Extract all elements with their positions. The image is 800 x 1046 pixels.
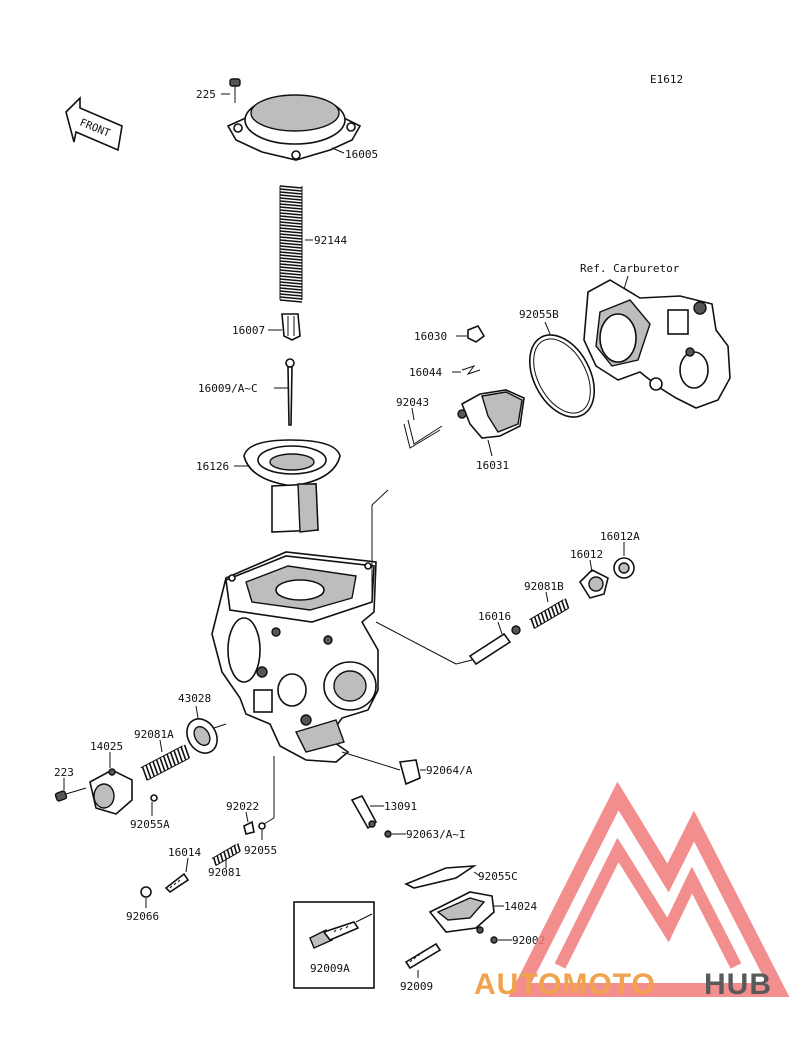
- spring-92144-icon: [279, 185, 303, 303]
- label-92055b: 92055B: [519, 308, 559, 321]
- watermark-text-right: HUB: [704, 968, 772, 1001]
- o-ring-92055b-icon: [528, 334, 596, 418]
- spring-92081a-icon: [140, 744, 191, 781]
- label-16126: 16126: [196, 460, 229, 473]
- float-16031: [457, 389, 525, 439]
- label-16012: 16012: [570, 548, 603, 561]
- label-43028: 43028: [178, 692, 211, 705]
- watermark-logo: [508, 781, 790, 997]
- front-arrow: FRONT: [65, 96, 123, 152]
- label-92022: 92022: [226, 800, 259, 813]
- label-92043: 92043: [396, 396, 429, 409]
- o-ring-92055a-icon: [150, 794, 158, 802]
- inset-box-92009a: [293, 901, 375, 989]
- top-cover-16005: [226, 94, 362, 161]
- ref-carburetor-label: Ref. Carburetor: [580, 262, 680, 275]
- screw-13091-icon: [350, 794, 378, 830]
- label-14025: 14025: [90, 740, 123, 753]
- cover-14025: [89, 768, 133, 815]
- screw-223-icon: [54, 787, 87, 802]
- label-92009: 92009: [400, 980, 433, 993]
- label-92066: 92066: [126, 910, 159, 923]
- cap-16012a-icon: [613, 557, 635, 579]
- o-ring-92055-icon: [258, 822, 266, 830]
- ref-carburetor-body: [583, 279, 731, 409]
- label-92064: 92064/A: [426, 764, 473, 777]
- diagram-code: E1612: [650, 73, 683, 86]
- label-16044: 16044: [409, 366, 442, 379]
- label-92009a: 92009A: [310, 962, 350, 975]
- label-13091: 13091: [384, 800, 417, 813]
- diaphragm-16126: [243, 439, 341, 533]
- label-92081a: 92081A: [134, 728, 174, 741]
- label-16007: 16007: [232, 324, 265, 337]
- carburetor-body: [211, 551, 379, 763]
- washer-92066-icon: [140, 886, 152, 898]
- screw-16014-icon: [164, 872, 190, 894]
- washer-92022-icon: [243, 820, 255, 835]
- label-225: 225: [196, 88, 216, 101]
- label-92055a: 92055A: [130, 818, 170, 831]
- label-16031: 16031: [476, 459, 509, 472]
- label-92055c: 92055C: [478, 870, 518, 883]
- needle-holder-16007-icon: [281, 313, 301, 341]
- label-92144: 92144: [314, 234, 347, 247]
- cover-14024: [428, 891, 495, 934]
- label-223: 223: [54, 766, 74, 779]
- jet-needle-16009-icon: [285, 358, 295, 426]
- label-16016: 16016: [478, 610, 511, 623]
- bolt-225-icon: [229, 78, 241, 103]
- gasket-92055c-icon: [404, 864, 477, 889]
- label-92063: 92063/A~I: [406, 828, 466, 841]
- label-16005: 16005: [345, 148, 378, 161]
- drain-92064-icon: [398, 759, 421, 786]
- screw-92009-icon: [404, 942, 442, 970]
- plunger-16016-icon: [455, 625, 521, 666]
- label-14024: 14024: [504, 900, 537, 913]
- part-16030-icon: [467, 325, 486, 343]
- clip-16044-icon: [461, 365, 481, 375]
- cap-16012-icon: [578, 569, 609, 599]
- label-92081: 92081: [208, 866, 241, 879]
- spring-92081-icon: [211, 843, 241, 866]
- gasket-43028-icon: [186, 718, 227, 754]
- screw-92063-icon: [384, 830, 392, 838]
- screw-92002-icon: [490, 936, 498, 944]
- label-92055: 92055: [244, 844, 277, 857]
- label-92081b: 92081B: [524, 580, 564, 593]
- watermark-text-left: AUTOMOTO: [474, 968, 656, 1001]
- spring-92081b-icon: [529, 598, 570, 629]
- label-16012a: 16012A: [600, 530, 640, 543]
- label-16030: 16030: [414, 330, 447, 343]
- pin-92043-icon: [403, 419, 443, 449]
- label-16009: 16009/A~C: [198, 382, 258, 395]
- label-16014: 16014: [168, 846, 201, 859]
